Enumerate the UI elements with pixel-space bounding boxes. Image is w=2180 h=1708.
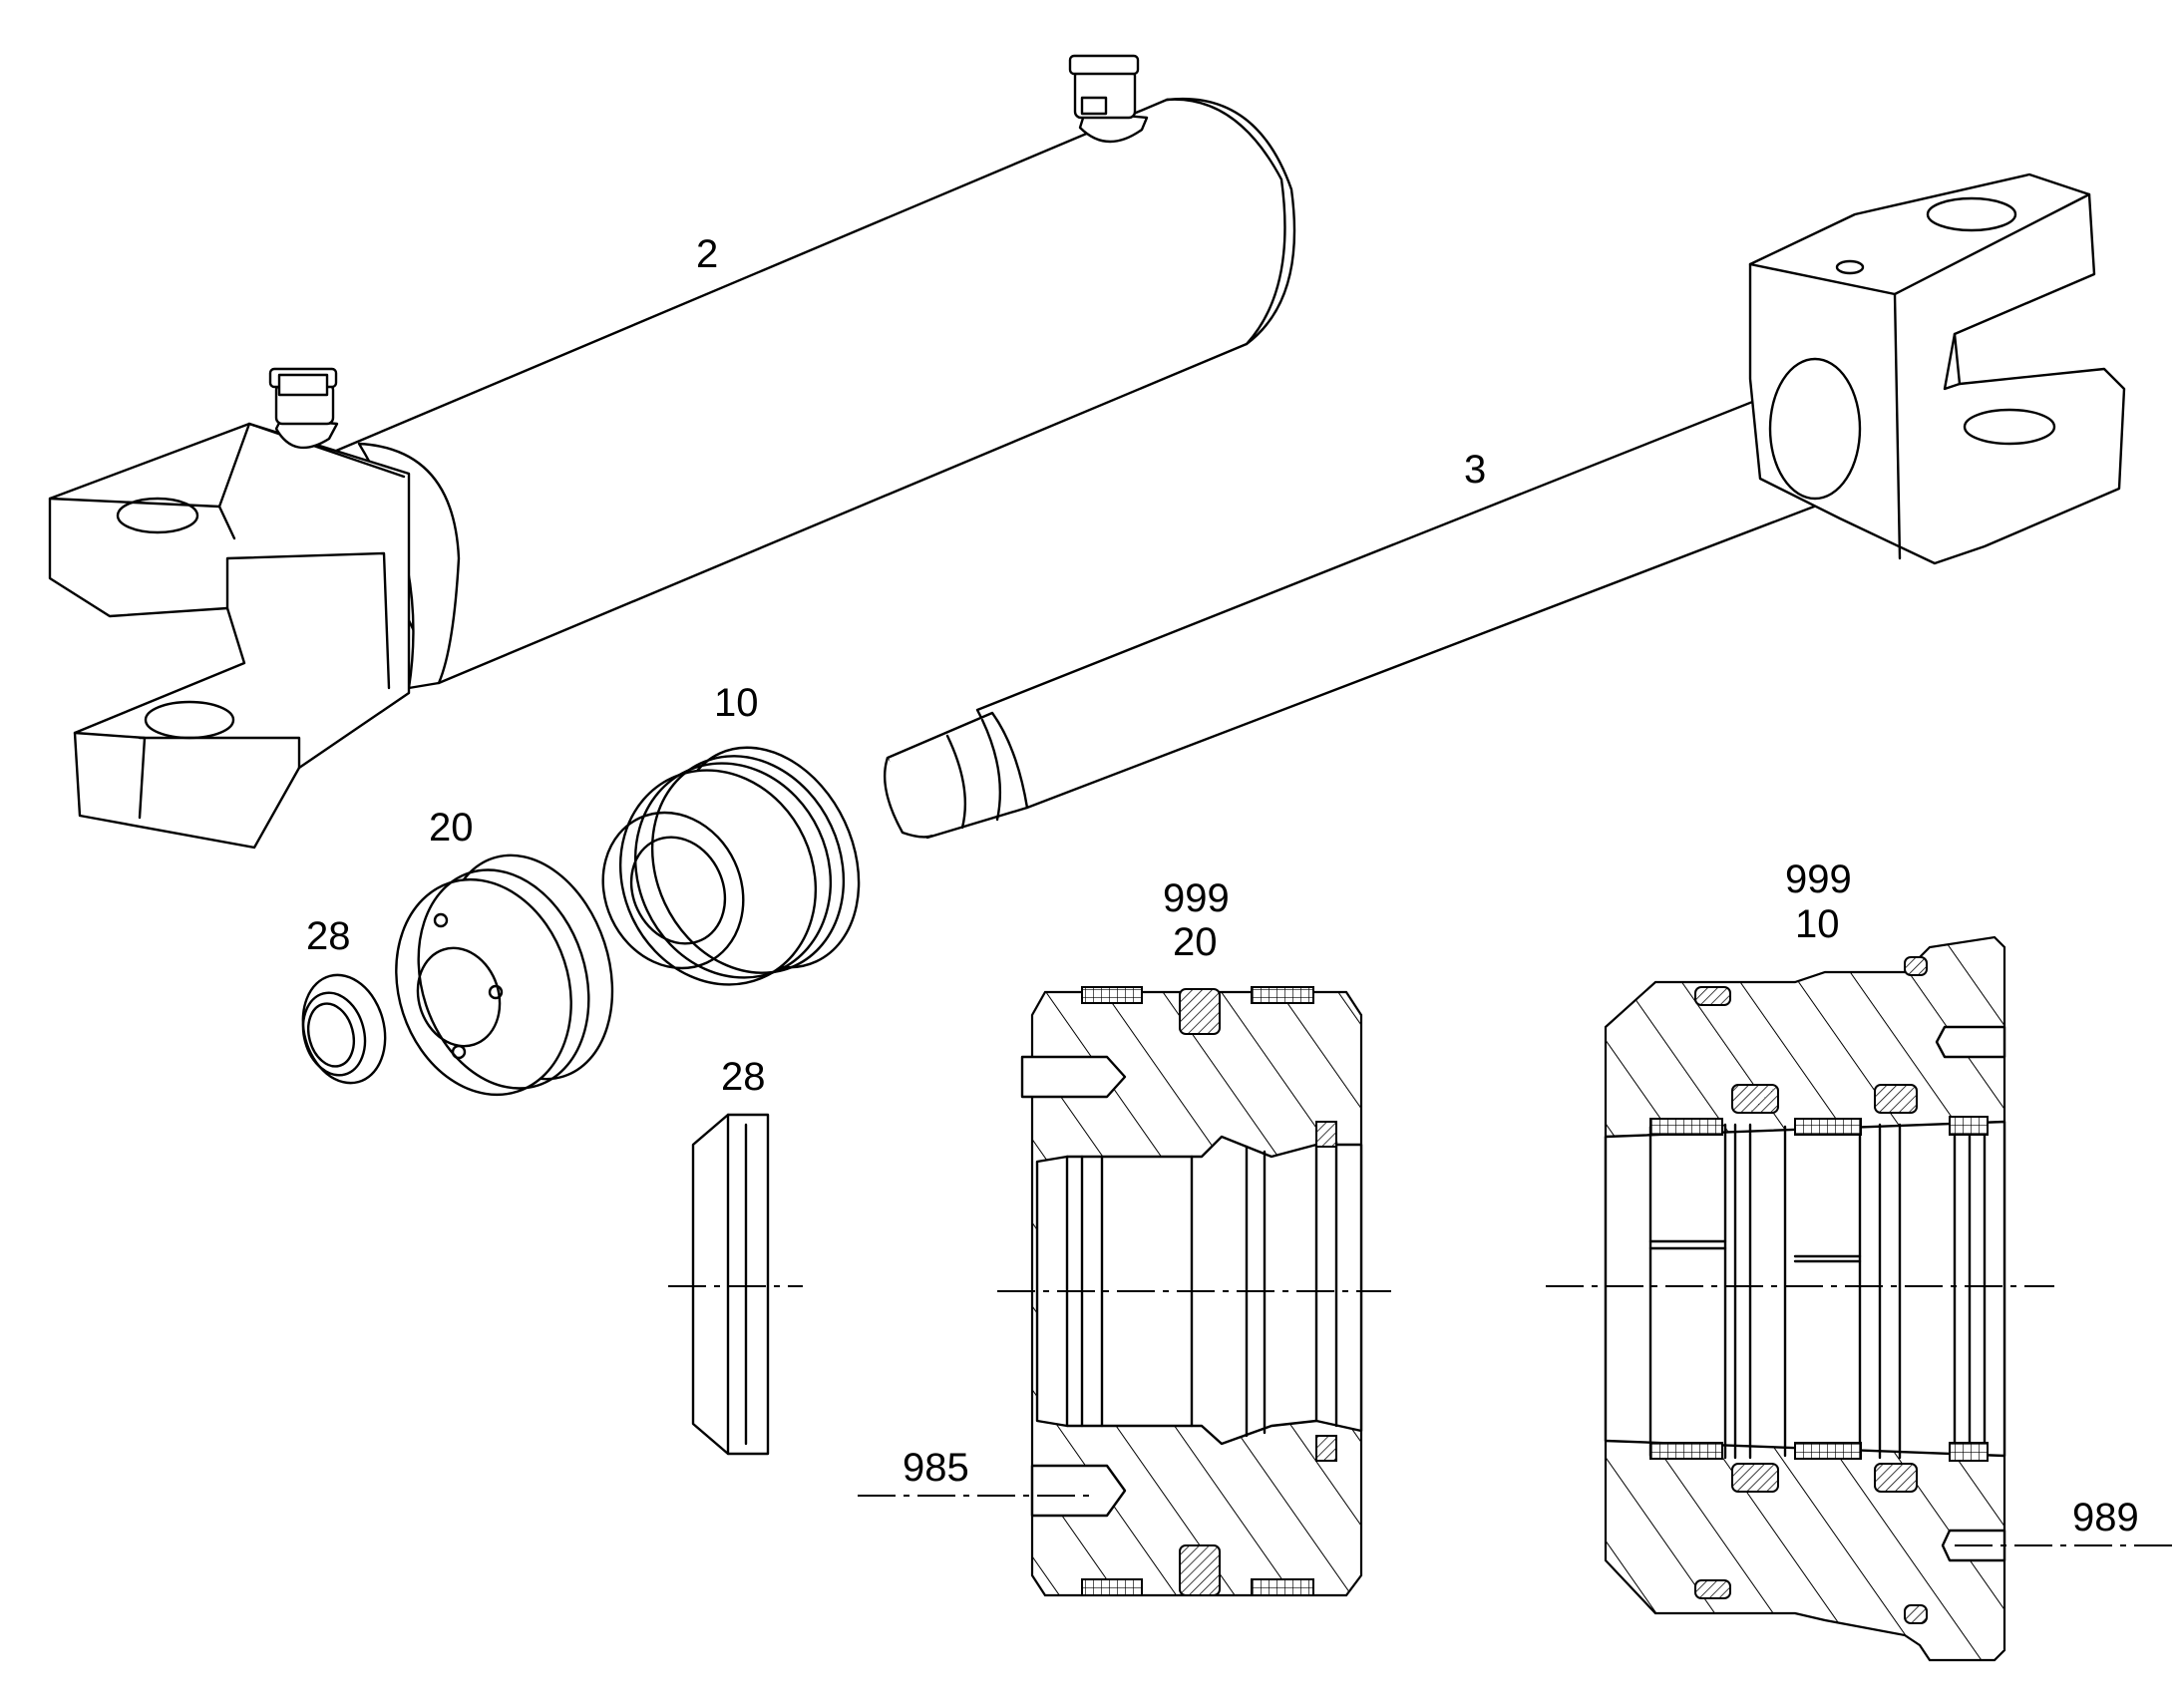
nut-isometric xyxy=(301,973,387,1085)
callout-cylinder-tube: 2 xyxy=(696,232,718,276)
gland-section xyxy=(1546,935,2180,1662)
grease-nipple-right xyxy=(1068,54,1149,144)
callout-gland-kit: 999 xyxy=(1785,857,1852,901)
callout-gland-detail: 989 xyxy=(2072,1496,2139,1539)
cylinder-tube xyxy=(48,54,1296,850)
callout-gland-part: 10 xyxy=(1795,902,1840,946)
gland-isometric xyxy=(601,746,861,986)
piston-section xyxy=(858,986,1391,1597)
piston-isometric xyxy=(395,854,614,1097)
callout-piston-rod: 3 xyxy=(1464,448,1486,492)
callout-gland: 10 xyxy=(714,681,759,725)
piston-rod xyxy=(884,172,2126,840)
nut-section xyxy=(668,1113,803,1456)
callout-nut-section: 28 xyxy=(721,1055,766,1099)
callout-piston-detail: 985 xyxy=(903,1446,969,1490)
callout-nut: 28 xyxy=(306,914,351,958)
callout-piston-kit: 999 xyxy=(1163,876,1230,920)
callout-piston-part: 20 xyxy=(1173,920,1218,964)
callout-piston: 20 xyxy=(429,806,474,850)
grease-nipple-left xyxy=(268,367,339,450)
